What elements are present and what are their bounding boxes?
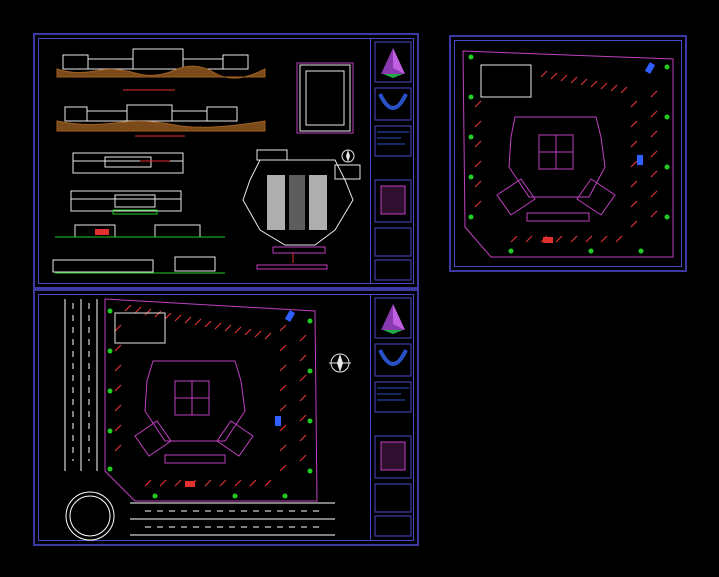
section-1	[72, 152, 184, 174]
service-block	[480, 64, 532, 98]
parked-car	[185, 481, 195, 487]
road-vertical	[64, 299, 98, 471]
site-plan-drawing	[462, 50, 674, 258]
site-boundary	[462, 50, 674, 258]
north-arrow-icon	[329, 353, 351, 373]
main-building	[134, 360, 254, 464]
parking-cars-blue	[275, 310, 296, 426]
firm-logo-icon	[374, 343, 412, 377]
sheet-site-plan-roads	[33, 289, 419, 546]
north-arrow-icon	[341, 149, 355, 163]
elevation-2	[56, 104, 266, 132]
parked-car	[543, 237, 553, 243]
drawing-frame	[38, 38, 414, 284]
auditorium-plan	[242, 149, 361, 246]
site-boundary	[104, 298, 318, 502]
firm-logo-icon	[374, 87, 412, 121]
drawing-frame	[454, 40, 682, 267]
section-2	[70, 190, 182, 212]
building-plan-small	[299, 64, 351, 132]
elevations-drawing	[52, 48, 361, 274]
parking-bays	[474, 70, 658, 243]
service-block	[114, 312, 166, 344]
trees	[468, 54, 670, 254]
title-block	[370, 38, 414, 284]
main-building	[496, 116, 616, 222]
sheet-site-plan	[449, 35, 687, 272]
roundabout	[65, 491, 115, 541]
seating-area	[267, 175, 327, 230]
parking-bays	[114, 304, 307, 487]
sheet-elevations	[33, 33, 419, 289]
trees	[107, 308, 313, 499]
pyramid-logo-icon	[374, 297, 412, 339]
elevation-1	[56, 48, 266, 79]
pyramid-logo-icon	[374, 41, 412, 83]
drawing-frame	[38, 294, 414, 541]
parking-cars-blue	[637, 62, 656, 165]
site-plan-roads-drawing	[64, 298, 351, 541]
title-block	[370, 294, 414, 541]
road-horizontal	[130, 502, 335, 536]
section-3	[52, 224, 216, 273]
